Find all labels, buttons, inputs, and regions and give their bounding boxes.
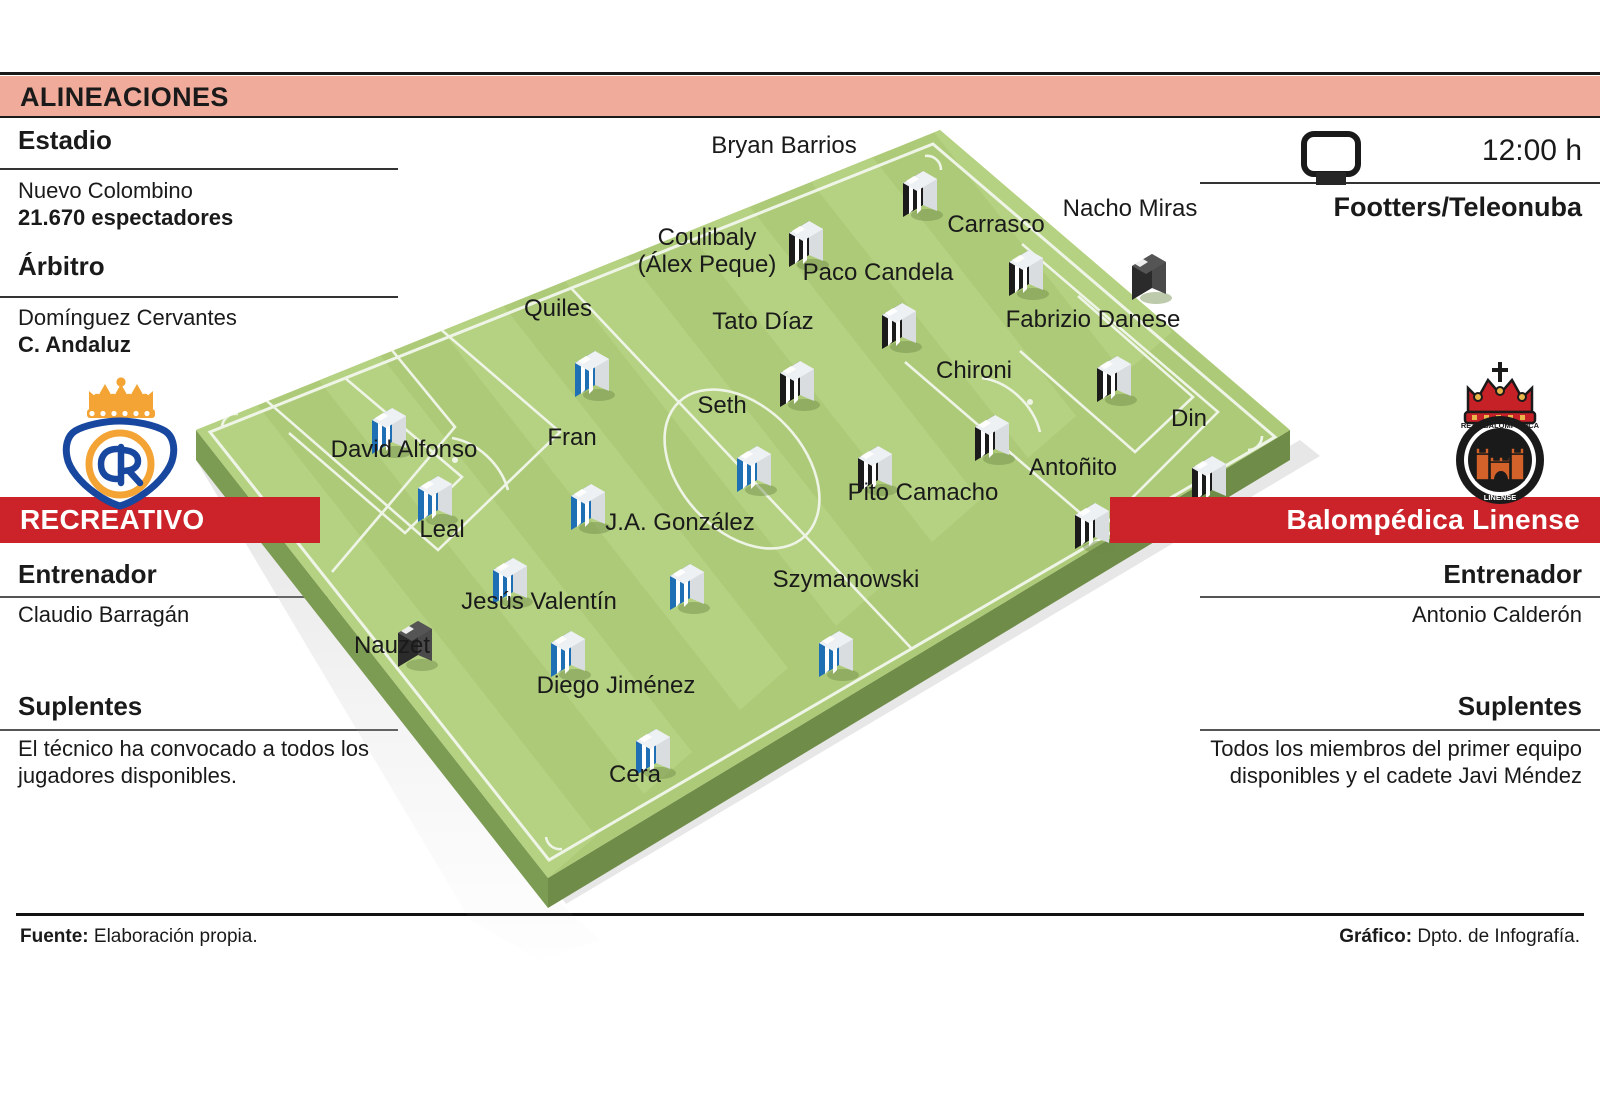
header-top-rule bbox=[0, 72, 1600, 75]
referee-label: Árbitro bbox=[18, 251, 105, 281]
footer-graphic-value: Dpto. de Infografía. bbox=[1417, 926, 1580, 947]
linense-crest: REAL BALOMPÉDICA LINENSE bbox=[1432, 358, 1572, 508]
home-subs-label: Suplentes bbox=[18, 691, 143, 721]
away-coach-block: Entrenador bbox=[1182, 558, 1582, 591]
recreativo-crest bbox=[45, 365, 195, 510]
referee-values: Domínguez Cervantes C. Andaluz bbox=[18, 305, 398, 359]
player-marker bbox=[1003, 244, 1049, 307]
player-name-label: David Alfonso bbox=[330, 436, 478, 463]
footer-source: Fuente: Elaboración propia. bbox=[20, 926, 258, 948]
player-name-label: Quiles bbox=[523, 295, 593, 322]
home-subs-value: El técnico ha convocado a todos los juga… bbox=[18, 736, 406, 790]
player-marker bbox=[1126, 248, 1172, 311]
footer-graphic-label: Gráfico: bbox=[1339, 926, 1413, 947]
footer-rule bbox=[16, 913, 1584, 916]
player-name-label: Nauzet bbox=[353, 632, 431, 659]
broadcaster-block: Footters/Teleonuba bbox=[1182, 192, 1582, 223]
stadium-values: Nuevo Colombino 21.670 espectadores bbox=[18, 178, 398, 232]
player-name-label: Cera bbox=[608, 761, 662, 788]
away-subs-divider bbox=[1200, 729, 1600, 731]
player-name-label: Carrasco bbox=[947, 211, 1045, 238]
player-marker bbox=[731, 440, 777, 503]
player-name-label: Szymanowski bbox=[772, 566, 920, 593]
away-team-name: Balompédica Linense bbox=[1286, 504, 1580, 535]
player-marker bbox=[897, 165, 943, 228]
svg-text:REAL BALOMPÉDICA: REAL BALOMPÉDICA bbox=[1461, 421, 1540, 430]
player-name-label: J.A. González bbox=[605, 509, 755, 536]
player-marker bbox=[969, 409, 1015, 472]
away-coach-divider bbox=[1200, 596, 1600, 598]
broadcaster-name: Footters/Teleonuba bbox=[1333, 192, 1582, 222]
page-title: ALINEACIONES bbox=[20, 82, 229, 112]
away-subs-text: Todos los miembros del primer equipo dis… bbox=[1210, 736, 1582, 788]
stadium-capacity: 21.670 espectadores bbox=[18, 204, 234, 230]
player-name-label: Coulibaly(Álex Peque) bbox=[637, 224, 777, 278]
broadcast-divider bbox=[1200, 182, 1600, 184]
player-name-label: Diego Jiménez bbox=[536, 672, 696, 699]
player-marker bbox=[774, 355, 820, 418]
away-subs-label: Suplentes bbox=[1457, 691, 1582, 721]
player-name-label: Jesús Valentín bbox=[461, 588, 617, 615]
player-name-label: Pito Camacho bbox=[847, 479, 999, 506]
player-marker bbox=[813, 625, 859, 688]
kickoff-block: 12:00 h bbox=[1182, 134, 1582, 168]
away-subs-block: Suplentes bbox=[1182, 690, 1582, 723]
player-marker bbox=[1091, 350, 1137, 413]
player-marker bbox=[876, 297, 922, 360]
referee-committee: C. Andaluz bbox=[18, 331, 131, 357]
player-name-label: Antoñito bbox=[1028, 454, 1118, 481]
referee-divider bbox=[0, 296, 398, 298]
stadium-label: Estadio bbox=[18, 125, 112, 155]
home-coach-label: Entrenador bbox=[18, 559, 157, 589]
home-coach-name: Claudio Barragán bbox=[18, 602, 190, 627]
player-name-label: Leal bbox=[419, 516, 465, 543]
home-subs-text: El técnico ha convocado a todos los juga… bbox=[18, 736, 370, 788]
player-marker bbox=[569, 345, 615, 408]
player-name-label: Fran bbox=[547, 424, 597, 451]
away-coach-label: Entrenador bbox=[1443, 559, 1582, 589]
away-coach-value: Antonio Calderón bbox=[1182, 602, 1582, 629]
player-name-label: Tato Díaz bbox=[712, 308, 814, 335]
stadium-name: Nuevo Colombino bbox=[18, 178, 193, 203]
player-name-label: Chironi bbox=[935, 357, 1013, 384]
kickoff-time: 12:00 h bbox=[1481, 134, 1582, 167]
home-subs-block: Suplentes bbox=[18, 690, 398, 723]
tv-icon bbox=[1300, 131, 1362, 192]
away-coach-name: Antonio Calderón bbox=[1411, 602, 1582, 627]
svg-text:LINENSE: LINENSE bbox=[1484, 493, 1517, 502]
player-name-label: Paco Candela bbox=[802, 259, 954, 286]
player-name-label: Fabrizio Danese bbox=[1005, 306, 1181, 333]
player-name-label: Din bbox=[1170, 405, 1208, 432]
home-team-name: RECREATIVO bbox=[20, 504, 205, 535]
header-bottom-rule bbox=[0, 116, 1600, 118]
player-name-alias: (Álex Peque) bbox=[637, 250, 777, 278]
footer-graphic: Gráfico: Dpto. de Infografía. bbox=[1339, 926, 1580, 948]
player-name-label: Bryan Barrios bbox=[711, 132, 857, 159]
stadium-block: Estadio bbox=[18, 124, 398, 157]
referee-name: Domínguez Cervantes bbox=[18, 305, 237, 330]
home-coach-block: Entrenador bbox=[18, 558, 398, 591]
player-name-label: Seth bbox=[697, 392, 747, 419]
home-coach-divider bbox=[0, 596, 398, 598]
referee-block: Árbitro bbox=[18, 250, 398, 283]
stadium-divider bbox=[0, 168, 398, 170]
player-marker bbox=[664, 558, 710, 621]
footer-source-label: Fuente: bbox=[20, 926, 89, 947]
player-marker bbox=[1069, 497, 1115, 560]
home-coach-value: Claudio Barragán bbox=[18, 602, 398, 629]
header-bar: ALINEACIONES bbox=[0, 76, 1600, 116]
player-name-label: Nacho Miras bbox=[1062, 195, 1198, 222]
away-subs-value: Todos los miembros del primer equipo dis… bbox=[1162, 736, 1582, 790]
footer-source-value: Elaboración propia. bbox=[93, 926, 258, 947]
home-subs-divider bbox=[0, 729, 398, 731]
player-marker bbox=[565, 478, 611, 541]
